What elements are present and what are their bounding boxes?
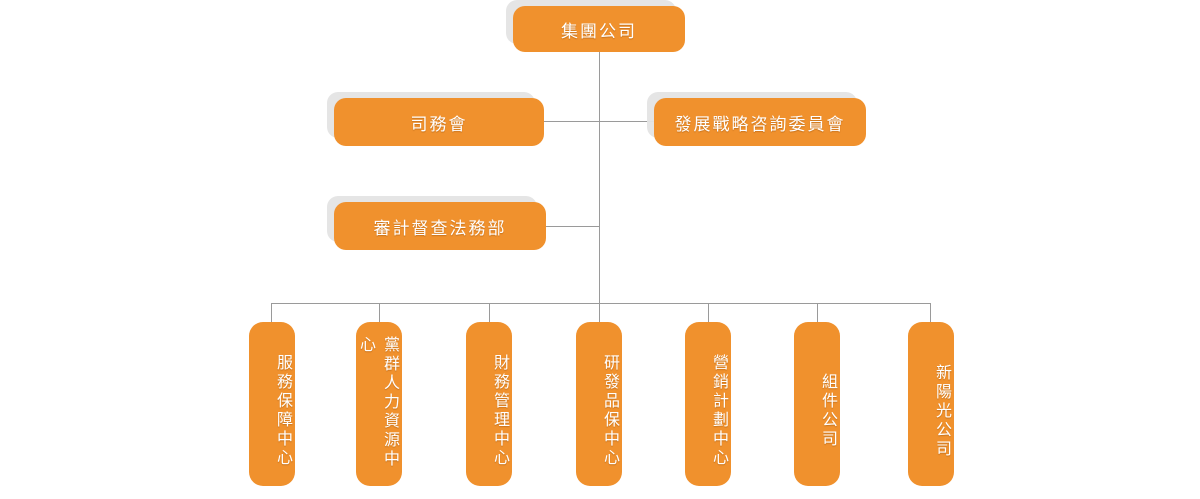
node-group-company[interactable]: 集團公司 [513, 6, 685, 52]
node-new-sunshine-company[interactable]: 新陽光公司 [908, 322, 954, 486]
connector-drop-5 [817, 303, 818, 323]
node-service-support-center[interactable]: 服務保障中心 [249, 322, 295, 486]
node-financial-management-center[interactable]: 財務管理中心 [466, 322, 512, 486]
node-audit-supervision-legal-department[interactable]: 審計督查法務部 [334, 202, 546, 250]
node-party-affairs-hr-center[interactable]: 黨群人力資源中心 [356, 322, 402, 486]
connector-drop-3 [599, 303, 600, 323]
connector-drop-6 [930, 303, 931, 323]
connector-drop-2 [489, 303, 490, 323]
node-board-meeting[interactable]: 司務會 [334, 98, 544, 146]
connector-level2-horizontal [546, 226, 599, 227]
connector-drop-1 [379, 303, 380, 323]
node-marketing-planning-center[interactable]: 營銷計劃中心 [685, 322, 731, 486]
connector-drop-4 [708, 303, 709, 323]
node-rd-quality-assurance-center[interactable]: 研發品保中心 [576, 322, 622, 486]
connector-drop-0 [271, 303, 272, 323]
connector-level1-horizontal [544, 121, 654, 122]
connector-division-bar [271, 303, 931, 304]
connector-trunk-vertical [599, 52, 600, 322]
node-components-company[interactable]: 組件公司 [794, 322, 840, 486]
node-development-strategy-advisory-committee[interactable]: 發展戰略咨詢委員會 [654, 98, 866, 146]
